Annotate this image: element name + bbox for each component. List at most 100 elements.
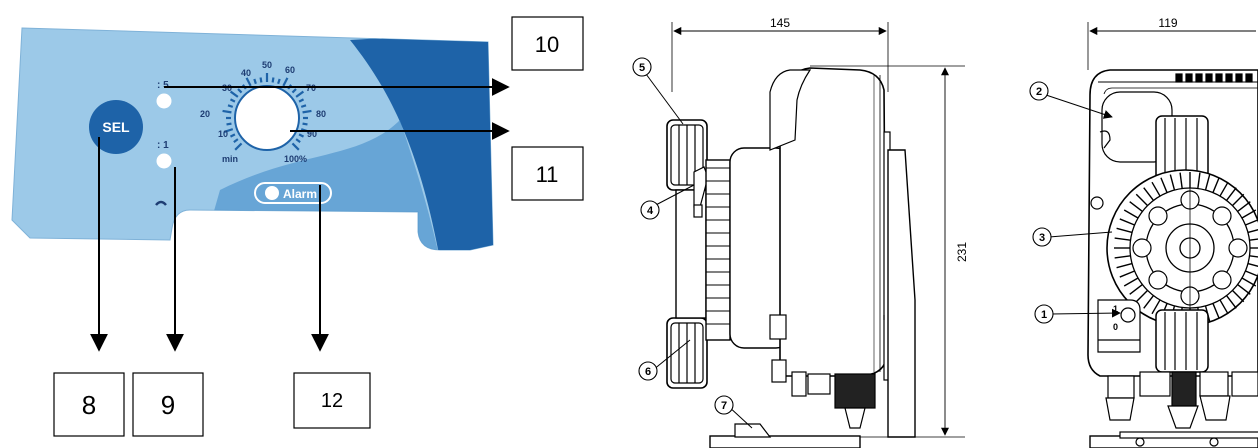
- svg-text:7: 7: [721, 400, 727, 412]
- dimension-231-label: 231: [955, 242, 969, 262]
- radial-fin: [1114, 255, 1131, 259]
- radial-fin: [1129, 201, 1143, 213]
- circle-callout-7: 7: [714, 395, 734, 415]
- dial-tick-label: 20: [200, 109, 210, 119]
- connector-block: [834, 373, 876, 409]
- dial-tick-label: 10: [218, 129, 228, 139]
- bolt: [1148, 206, 1168, 226]
- leader-lines: [645, 73, 1121, 429]
- circle-callout-1: 1: [1034, 304, 1054, 324]
- dial-min-label: min: [222, 154, 238, 164]
- switch-on-mark: 1: [1113, 304, 1118, 314]
- radial-fin: [1241, 209, 1257, 219]
- radial-fin: [1123, 277, 1139, 287]
- radial-fin: [1160, 177, 1168, 193]
- dial-tick: [271, 77, 275, 83]
- dial-tick: [229, 98, 236, 103]
- bolt: [1212, 270, 1232, 290]
- radial-fin: [1212, 177, 1220, 193]
- circle-callout-4: 4: [640, 200, 660, 220]
- radial-fin: [1116, 262, 1133, 269]
- circle-callout-3: 3: [1032, 227, 1052, 247]
- dial-tick: [259, 77, 263, 83]
- radial-fin: [1249, 238, 1258, 241]
- callout-box-9: 9: [132, 372, 204, 437]
- dial-tick-label: 50: [262, 60, 272, 70]
- panel-small-icon: [155, 200, 167, 206]
- stud: [1185, 73, 1193, 83]
- dial-tick: [295, 90, 305, 98]
- pump-side-view: [666, 22, 965, 448]
- power-switch: [1120, 307, 1136, 323]
- svg-text:5: 5: [639, 62, 645, 74]
- dial-scale: [222, 73, 312, 151]
- dial-tick: [295, 138, 301, 143]
- radial-fin: [1119, 218, 1135, 226]
- dial-tick: [291, 88, 297, 94]
- dial-tick: [226, 122, 232, 126]
- control-panel: SEL : 5 : 1 10 20 30 40 50 60 70 80 90 m…: [11, 27, 494, 251]
- dial-tick: [227, 104, 234, 108]
- circle-callout-2: 2: [1029, 81, 1049, 101]
- radial-fin: [1119, 270, 1135, 278]
- radial-fin: [1247, 262, 1258, 267]
- dial-tick: [223, 128, 234, 133]
- svg-text:2: 2: [1036, 86, 1042, 98]
- led-bottom: [156, 153, 172, 169]
- dial-tick: [233, 138, 239, 143]
- radial-fin: [1237, 201, 1251, 213]
- radial-fin: [1237, 283, 1251, 295]
- dial-tick: [282, 77, 289, 87]
- svg-text:11: 11: [536, 162, 559, 187]
- led-top: [156, 93, 172, 109]
- dial-tick: [245, 77, 252, 87]
- radial-fin: [1231, 193, 1245, 207]
- sel-button[interactable]: SEL: [89, 100, 143, 154]
- dial-knob[interactable]: [234, 85, 300, 151]
- radial-fin: [1212, 303, 1220, 319]
- radial-fin: [1143, 295, 1155, 309]
- radial-fin: [1249, 255, 1258, 258]
- dial-tick: [298, 133, 305, 138]
- dial-tick: [291, 142, 300, 151]
- dial-tick-label: 80: [316, 109, 326, 119]
- stud: [1175, 73, 1183, 83]
- circle-callout-5: 5: [632, 57, 652, 77]
- dial-tick: [229, 90, 239, 98]
- radial-fin: [1204, 174, 1211, 191]
- led-top-label: : 5: [157, 80, 169, 91]
- radial-fin: [1225, 187, 1237, 201]
- stud: [1225, 73, 1233, 83]
- sel-button-label: SEL: [102, 119, 130, 135]
- callout-box-11: 11: [511, 146, 584, 201]
- dial-tick-label: 60: [285, 65, 295, 75]
- svg-text:12: 12: [321, 390, 343, 412]
- radial-fin: [1247, 229, 1258, 234]
- led-bottom-label: : 1: [157, 140, 169, 151]
- callout-box-8: 8: [53, 372, 125, 437]
- bolt: [1132, 238, 1152, 258]
- radial-fin: [1135, 289, 1149, 303]
- radial-fin: [1135, 193, 1149, 207]
- switch-off-mark: 0: [1113, 322, 1118, 332]
- radial-fin: [1241, 277, 1257, 287]
- radial-fin: [1197, 172, 1201, 189]
- dial-tick: [234, 142, 243, 151]
- radial-fin: [1179, 172, 1183, 189]
- svg-text:9: 9: [161, 390, 175, 420]
- dial-tick: [300, 104, 307, 108]
- callout-box-10: 10: [511, 16, 584, 71]
- bolt: [1228, 238, 1248, 258]
- svg-text:4: 4: [647, 205, 654, 217]
- stud: [1245, 73, 1253, 83]
- radial-fin: [1151, 299, 1161, 315]
- stud: [1195, 73, 1203, 83]
- dimension-119-label: 119: [1158, 16, 1177, 30]
- dial-tick: [237, 88, 243, 94]
- callout-arrows: [90, 78, 510, 352]
- radial-fin: [1219, 299, 1229, 315]
- alarm-indicator: Alarm: [254, 182, 332, 204]
- radial-fin: [1225, 295, 1237, 309]
- dial-tick: [277, 78, 281, 85]
